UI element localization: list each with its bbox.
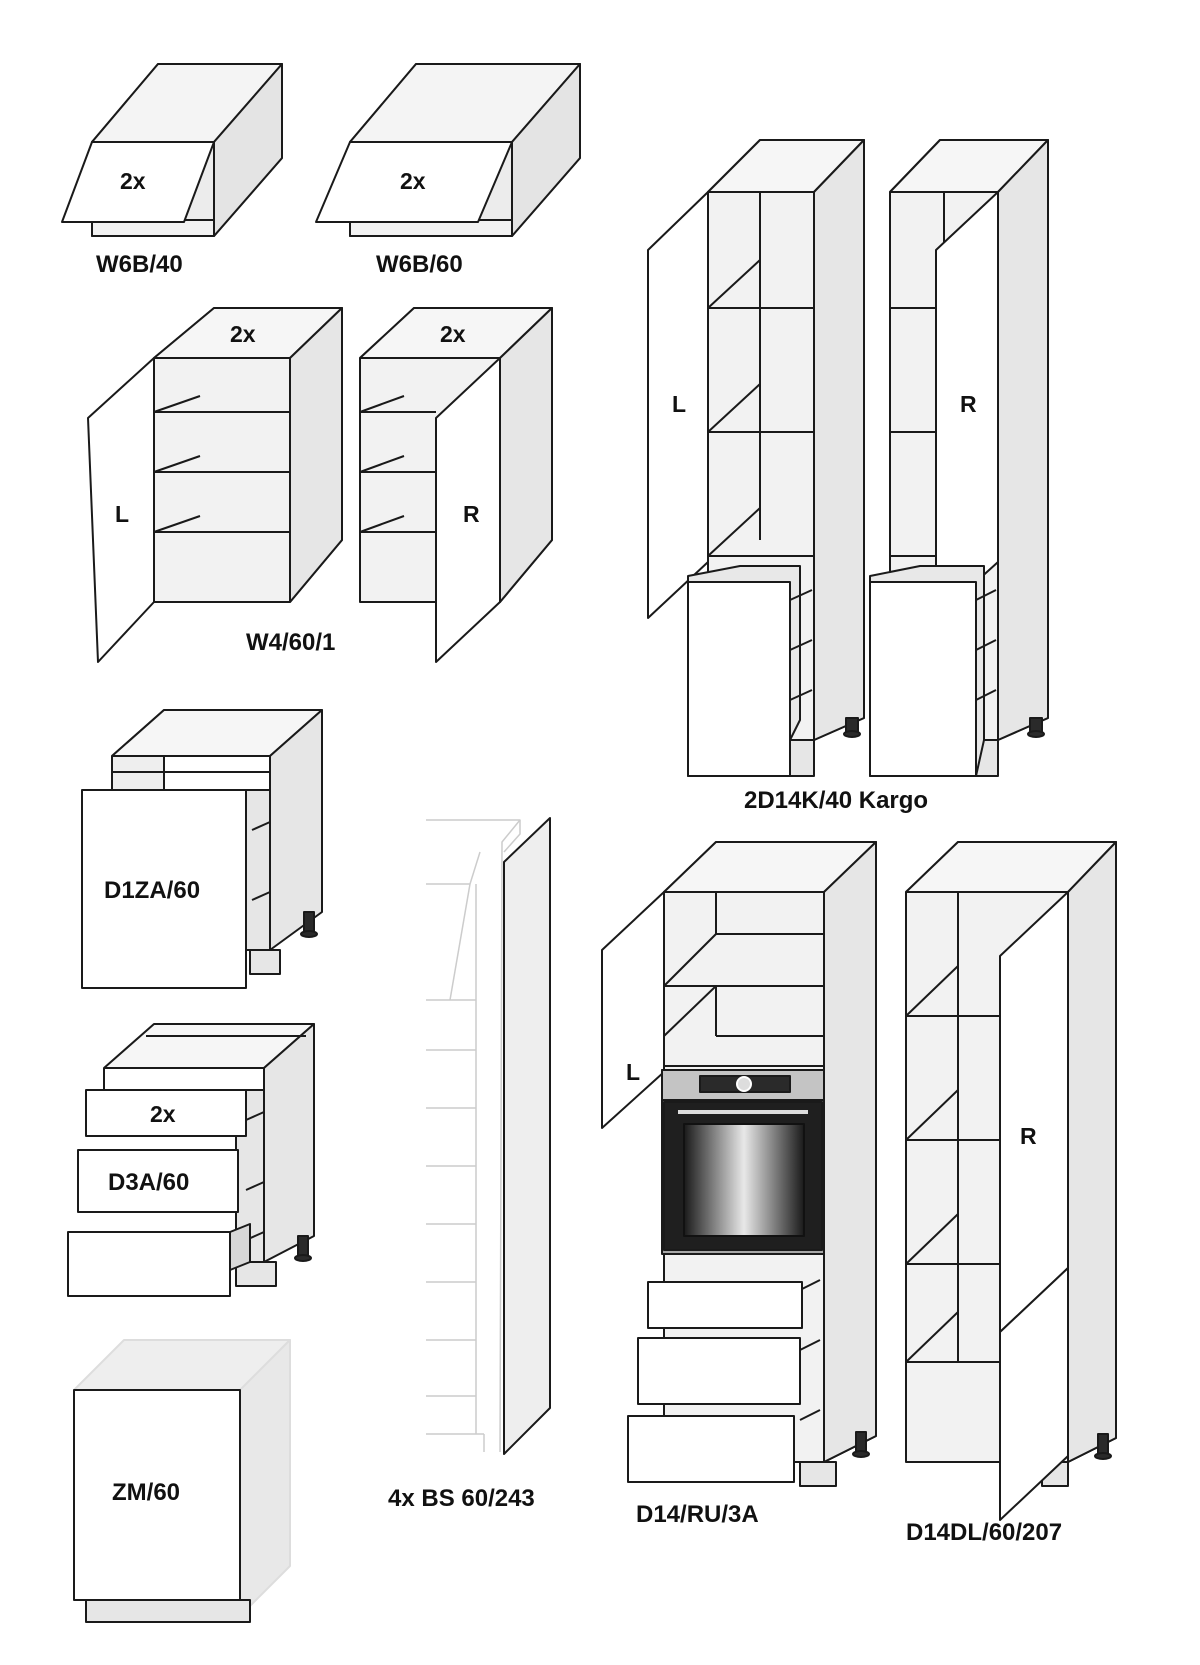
- qty-mark-w6b-40: 2x: [120, 168, 146, 194]
- panel-bs-60-243: [426, 817, 551, 1455]
- qty-mark-d3a-60: 2x: [150, 1101, 176, 1127]
- label-d1za-60: D1ZA/60: [104, 877, 200, 904]
- label-w6b-40: W6B/40: [96, 251, 183, 278]
- cabinet-w4-60-1-right: [359, 307, 553, 663]
- door-mark-d14-left: L: [626, 1059, 640, 1085]
- cabinet-w4-60-1-left: [87, 307, 343, 663]
- cabinet-w6b-60: [315, 63, 581, 237]
- qty-mark-w4-60-1-right: 2x: [440, 321, 466, 347]
- label-d3a-60: D3A/60: [108, 1169, 189, 1196]
- label-bs-60-243: 4x BS 60/243: [388, 1485, 535, 1512]
- cabinet-d14dl-60-207: [905, 841, 1117, 1521]
- oven-icon: [661, 1069, 825, 1255]
- qty-mark-w4-60-1-left: 2x: [230, 321, 256, 347]
- label-d14dl-60-207: D14DL/60/207: [906, 1519, 1062, 1546]
- door-mark-d14dl-right: R: [1020, 1123, 1037, 1149]
- cabinet-2d14k-40-left: [647, 139, 865, 777]
- label-zm-60: ZM/60: [112, 1479, 180, 1506]
- panel-zm-60-front: [73, 1389, 251, 1623]
- label-2d14k-40-kargo: 2D14K/40 Kargo: [744, 787, 928, 814]
- door-mark-kargo-left: L: [672, 391, 686, 417]
- cabinet-d3a-60: [67, 1023, 315, 1297]
- qty-mark-w6b-60: 2x: [400, 168, 426, 194]
- panel-zm-60: [73, 1339, 291, 1617]
- cabinet-2d14k-40-right: [869, 139, 1049, 777]
- cabinet-w6b-40: [61, 63, 283, 237]
- cabinet-d14-ru-3a-drawers: [627, 1281, 803, 1483]
- door-mark-w4-right: R: [463, 501, 480, 527]
- label-w4-60-1: W4/60/1: [246, 629, 335, 656]
- door-mark-kargo-right: R: [960, 391, 977, 417]
- label-d14-ru-3a: D14/RU/3A: [636, 1501, 759, 1528]
- cabinet-d1za-60: [81, 709, 323, 989]
- door-mark-w4-left: L: [115, 501, 129, 527]
- label-w6b-60: W6B/60: [376, 251, 463, 278]
